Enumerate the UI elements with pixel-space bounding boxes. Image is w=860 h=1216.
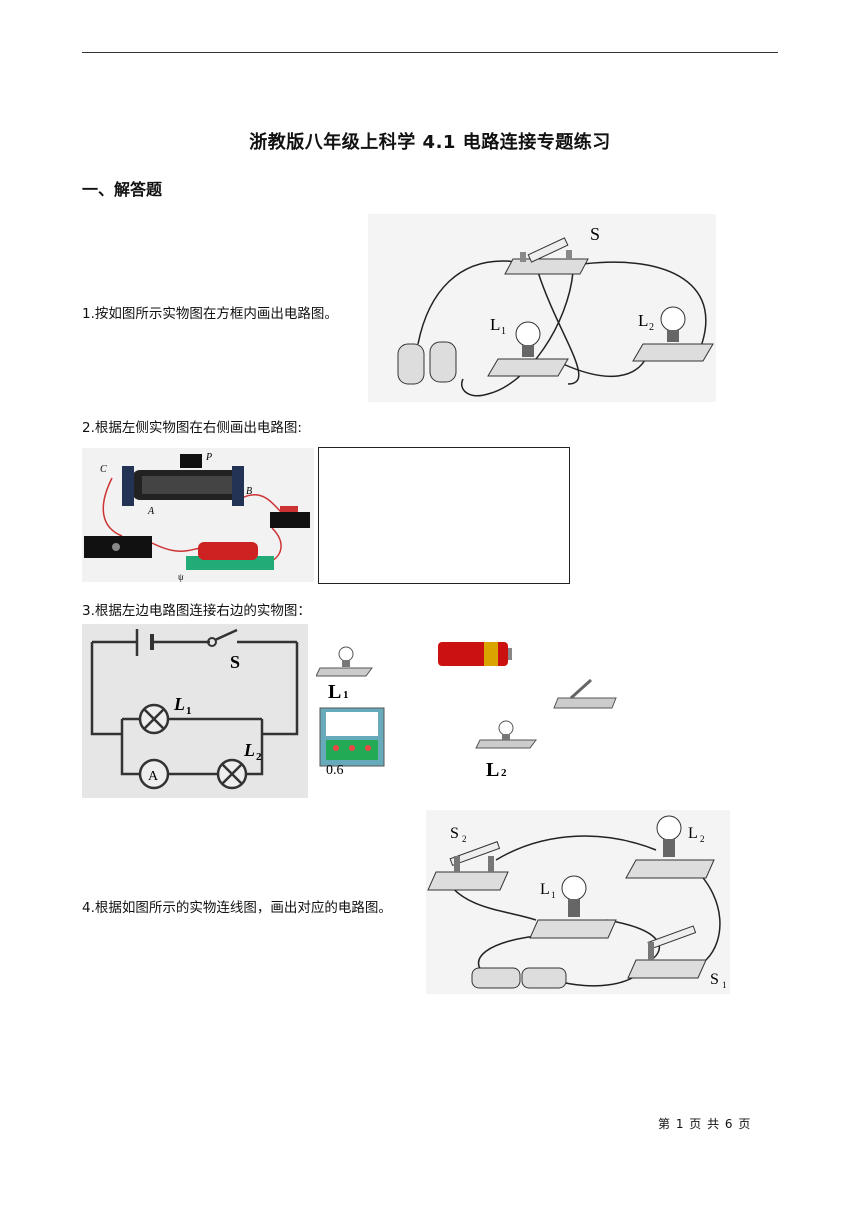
svg-text:L: L — [486, 759, 499, 781]
lamp-l2-symbol — [216, 758, 248, 790]
ammeter-symbol: A — [138, 758, 170, 790]
svg-text:2: 2 — [256, 751, 262, 763]
switch-icon — [553, 678, 617, 709]
svg-text:L: L — [638, 311, 648, 330]
ammeter-icon — [319, 707, 385, 767]
page-footer: 第 1 页 共 6 页 — [658, 1117, 752, 1131]
answer-box[interactable] — [318, 447, 570, 584]
svg-text:L: L — [540, 881, 550, 898]
svg-text:C: C — [100, 464, 107, 475]
battery-holder-icon — [186, 542, 274, 570]
svg-text:2: 2 — [700, 834, 705, 844]
header-rule — [82, 52, 778, 53]
switch-icon — [270, 506, 310, 528]
question-4-figure: S 2 L 2 L 1 S 1 — [426, 810, 730, 994]
question-1-figure: S L 1 L 2 — [368, 214, 716, 402]
svg-text:1: 1 — [501, 326, 506, 337]
svg-text:1: 1 — [551, 890, 556, 900]
battery-icon — [438, 642, 512, 666]
question-2-figure: C P A B ψ — [82, 448, 314, 582]
svg-text:2: 2 — [501, 767, 507, 779]
question-3-circuit-diagram: S L 1 A L 2 — [82, 624, 308, 798]
svg-text:L: L — [243, 740, 255, 760]
svg-text:L: L — [490, 315, 500, 334]
lamp-l1-icon — [529, 875, 617, 939]
svg-text:A: A — [148, 769, 159, 784]
question-2-text: 2.根据左侧实物图在右侧画出电路图: — [82, 420, 302, 436]
lamp-l2-icon — [475, 720, 537, 749]
svg-text:L: L — [688, 825, 698, 842]
question-3-components: L 1 0.6 L 2 — [316, 636, 646, 786]
switch-s2-icon — [427, 841, 509, 891]
question-3-text: 3.根据左边电路图连接右边的实物图： — [82, 603, 311, 619]
question-1-text: 1.按如图所示实物图在方框内画出电路图。 — [82, 306, 338, 322]
svg-text:L: L — [173, 694, 185, 714]
rheostat-icon — [122, 454, 244, 506]
svg-text:1: 1 — [722, 980, 727, 990]
svg-text:2: 2 — [649, 322, 654, 333]
svg-text:P: P — [205, 452, 212, 463]
switch-s1-icon — [627, 925, 707, 979]
svg-text:B: B — [246, 486, 252, 497]
lamp-l1-icon — [316, 646, 373, 677]
battery-icon — [471, 967, 567, 989]
question-4-text: 4.根据如图所示的实物连线图，画出对应的电路图。 — [82, 900, 392, 916]
lamp-l1-icon — [487, 321, 569, 377]
svg-text:A: A — [147, 506, 155, 517]
svg-text:0.6: 0.6 — [326, 763, 344, 778]
svg-text:S: S — [230, 652, 240, 672]
svg-text:2: 2 — [462, 834, 467, 844]
svg-text:L: L — [328, 681, 341, 703]
page-title: 浙教版八年级上科学 4.1 电路连接专题练习 — [249, 132, 611, 153]
svg-text:1: 1 — [186, 705, 192, 717]
lamp-holder-icon — [84, 536, 152, 558]
svg-text:S: S — [450, 825, 459, 842]
svg-text:S: S — [710, 971, 719, 988]
lamp-l1-symbol — [138, 703, 170, 735]
svg-text:ψ: ψ — [178, 572, 184, 582]
section-heading: 一、解答题 — [82, 180, 163, 199]
svg-text:1: 1 — [343, 689, 349, 701]
lamp-l2-icon — [632, 306, 714, 362]
svg-text:S: S — [590, 224, 600, 244]
switch-s-icon — [504, 237, 589, 275]
battery-icon — [397, 341, 457, 385]
lamp-l2-icon — [625, 815, 715, 879]
